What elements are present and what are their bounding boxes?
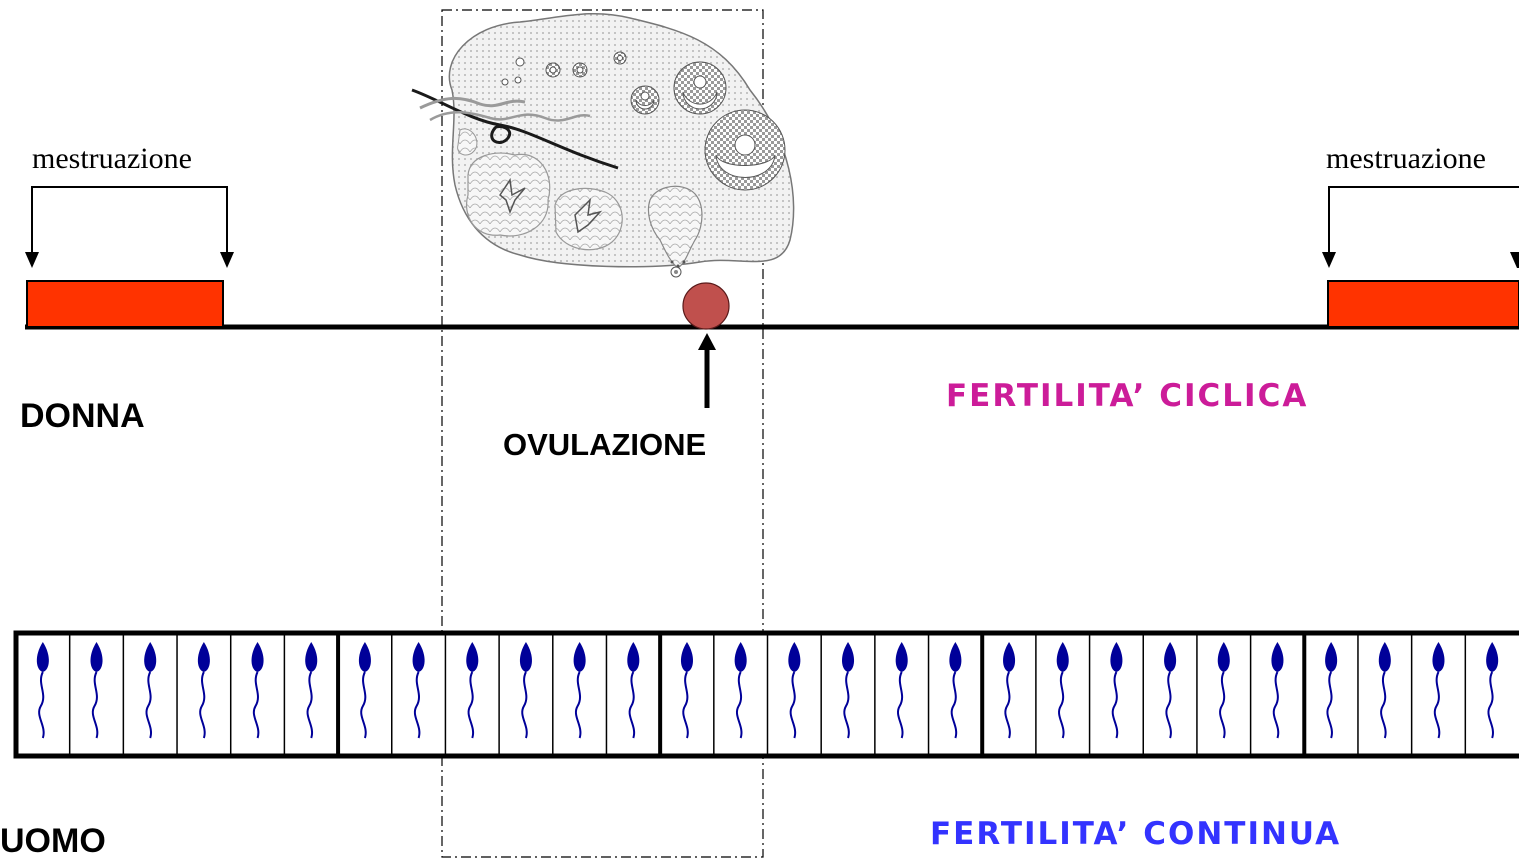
ovum (683, 283, 729, 329)
menstruation-label-right: mestruazione (1326, 142, 1486, 175)
menstruation-bracket-left (32, 187, 227, 262)
continuous-fertility-label: FERTILITA’ CONTINUA (930, 816, 1341, 852)
ovulation-label: OVULAZIONE (503, 427, 706, 462)
menstruation-bar-right (1328, 281, 1519, 327)
man-label: UOMO (0, 822, 106, 860)
ovary-illustration-icon (412, 14, 794, 277)
sperm-strip (16, 633, 1519, 756)
menstruation-bracket-right (1329, 187, 1519, 262)
cyclic-fertility-label: FERTILITA’ CICLICA (946, 378, 1308, 414)
menstruation-label-left: mestruazione (32, 142, 192, 175)
woman-label: DONNA (20, 397, 145, 435)
menstruation-bar-left (27, 281, 223, 327)
